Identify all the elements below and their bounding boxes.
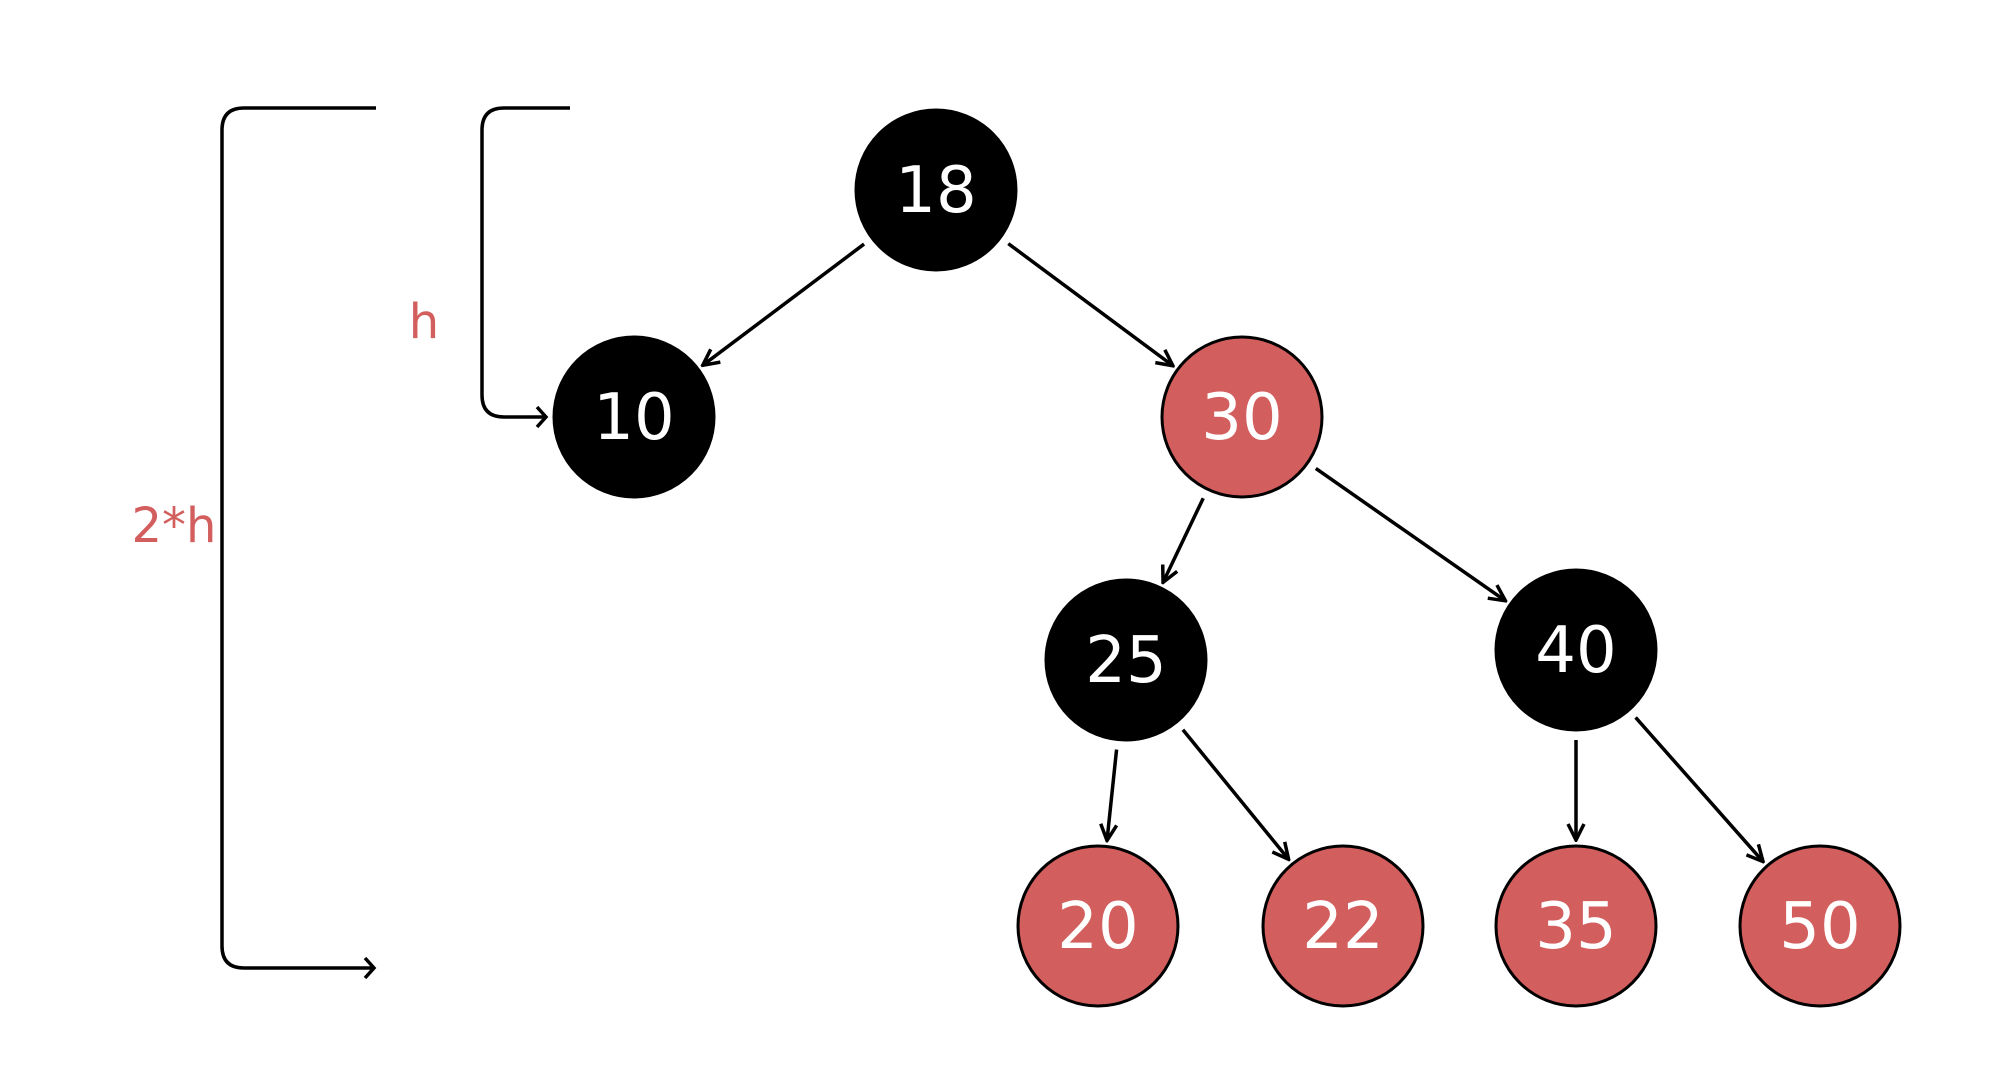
height-h-bracket-line xyxy=(480,106,570,419)
height-2h-bracket-line xyxy=(220,106,376,970)
node-value-label: 35 xyxy=(1535,890,1616,964)
tree-node-50: 50 xyxy=(1738,844,1902,1008)
height-h-label: h xyxy=(409,294,439,350)
tree-node-22: 22 xyxy=(1261,844,1425,1008)
node-value-label: 25 xyxy=(1085,624,1166,698)
node-value-label: 50 xyxy=(1779,890,1860,964)
red-node-circle xyxy=(1738,844,1902,1008)
edge-40-to-50 xyxy=(1634,716,1763,861)
height-2h-label: 2*h xyxy=(132,498,217,554)
black-node-circle xyxy=(854,108,1018,272)
height-2h-arrowhead xyxy=(363,956,377,980)
edge-25-to-20 xyxy=(1107,749,1119,841)
height-h-bracket xyxy=(480,106,570,429)
edge-30-to-25 xyxy=(1163,497,1205,582)
node-value-label: 20 xyxy=(1057,890,1138,964)
edge-18-to-10 xyxy=(703,242,866,365)
node-value-label: 18 xyxy=(895,154,976,228)
height-h-arrowhead xyxy=(535,405,549,429)
tree-node-18: 18 xyxy=(854,108,1018,272)
tree-node-25: 25 xyxy=(1044,578,1208,742)
tree-node-10: 10 xyxy=(552,335,716,499)
red-node-circle xyxy=(1494,844,1658,1008)
tree-node-20: 20 xyxy=(1016,844,1180,1008)
tree-nodes: 18 10 30 25 40 20 22 35 50 xyxy=(552,108,1902,1008)
node-value-label: 30 xyxy=(1201,381,1282,455)
node-value-label: 22 xyxy=(1302,890,1383,964)
node-value-label: 10 xyxy=(593,381,674,455)
red-node-circle xyxy=(1261,844,1425,1008)
black-node-circle xyxy=(1494,568,1658,732)
tree-node-30: 30 xyxy=(1160,335,1324,499)
black-node-circle xyxy=(552,335,716,499)
tree-node-35: 35 xyxy=(1494,844,1658,1008)
tree-node-40: 40 xyxy=(1494,568,1658,732)
node-value-label: 40 xyxy=(1535,614,1616,688)
edge-25-to-22 xyxy=(1181,728,1289,860)
tree-edges xyxy=(703,242,1763,862)
height-2h-bracket xyxy=(220,106,377,980)
red-node-circle xyxy=(1016,844,1180,1008)
edge-30-to-40 xyxy=(1314,467,1506,600)
edge-18-to-30 xyxy=(1007,242,1173,366)
black-node-circle xyxy=(1044,578,1208,742)
red-node-circle xyxy=(1160,335,1324,499)
